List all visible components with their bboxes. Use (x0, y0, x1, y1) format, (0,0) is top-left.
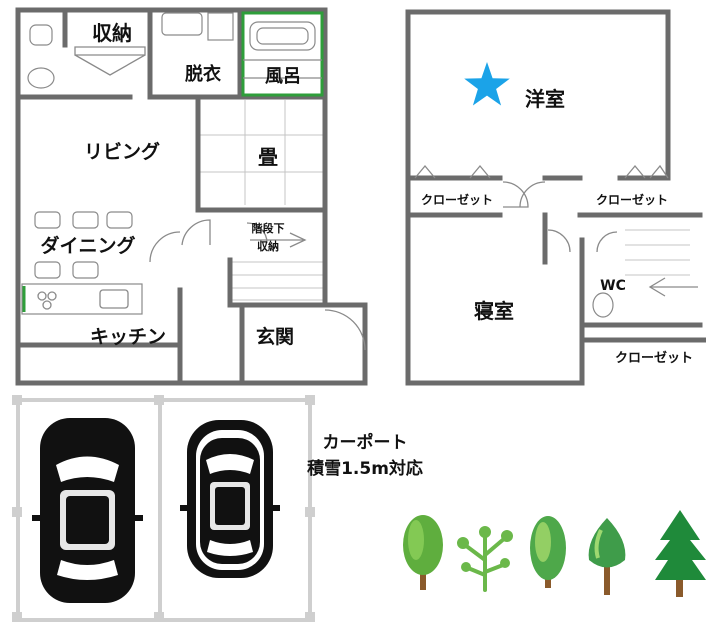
trees (403, 510, 706, 597)
tree-icon (655, 510, 706, 597)
bath-border (241, 11, 324, 97)
dining-table (34, 211, 133, 279)
tree-icon (588, 518, 626, 595)
sink-icon (161, 12, 234, 41)
room-under-stairs-label-2: 収納 (257, 239, 279, 253)
tree-icon (457, 526, 513, 592)
tree-icon (403, 515, 443, 590)
closet-bottom-label: クローゼット (615, 350, 693, 366)
closet-left-label: クローゼット (421, 192, 493, 207)
kitchen-counter (21, 283, 143, 315)
tree-icon (530, 516, 566, 588)
room-kitchen-label: キッチン (90, 326, 166, 348)
room-living-label: リビング (84, 140, 160, 163)
stairs-icon (246, 222, 307, 248)
tatami-grid (199, 100, 325, 301)
carport: カーポート 積雪1.5m対応 (12, 395, 423, 622)
room-bedroom-label: 寝室 (474, 299, 514, 323)
room-tatami-label: 畳 (258, 145, 278, 169)
room-entrance-label: 玄関 (256, 325, 294, 348)
room-dressing-label: 脱衣 (185, 63, 221, 85)
sink-icon (99, 289, 129, 309)
carport-note: 積雪1.5m対応 (307, 458, 423, 479)
car-icon (180, 420, 280, 578)
room-storage-label: 収納 (92, 21, 132, 45)
stove-icon (37, 291, 57, 310)
floor-1: 収納 脱衣 風呂 リビング 畳 階段下 収納 ダイニング キッチン 玄関 (15, 7, 368, 386)
carport-title: カーポート (323, 432, 408, 453)
floor-2: 洋室 クローゼット クローゼット WC 寝室 クローゼット (405, 9, 706, 386)
door-icon (502, 181, 618, 253)
closet-markers (414, 164, 669, 179)
toilet-icon (27, 24, 55, 89)
toilet-icon (592, 292, 614, 318)
closet-right-label: クローゼット (596, 192, 668, 207)
room-western-label: 洋室 (525, 87, 565, 111)
door-icon (149, 219, 366, 351)
room-wc-label: WC (600, 278, 626, 294)
room-bath-label: 風呂 (265, 66, 301, 87)
room-dining-label: ダイニング (40, 234, 135, 257)
bathtub-icon (249, 21, 316, 51)
car-icon (32, 418, 143, 603)
room-under-stairs-label-1: 階段下 (252, 221, 285, 235)
stairs-icon (625, 229, 698, 297)
star-icon (464, 62, 510, 106)
